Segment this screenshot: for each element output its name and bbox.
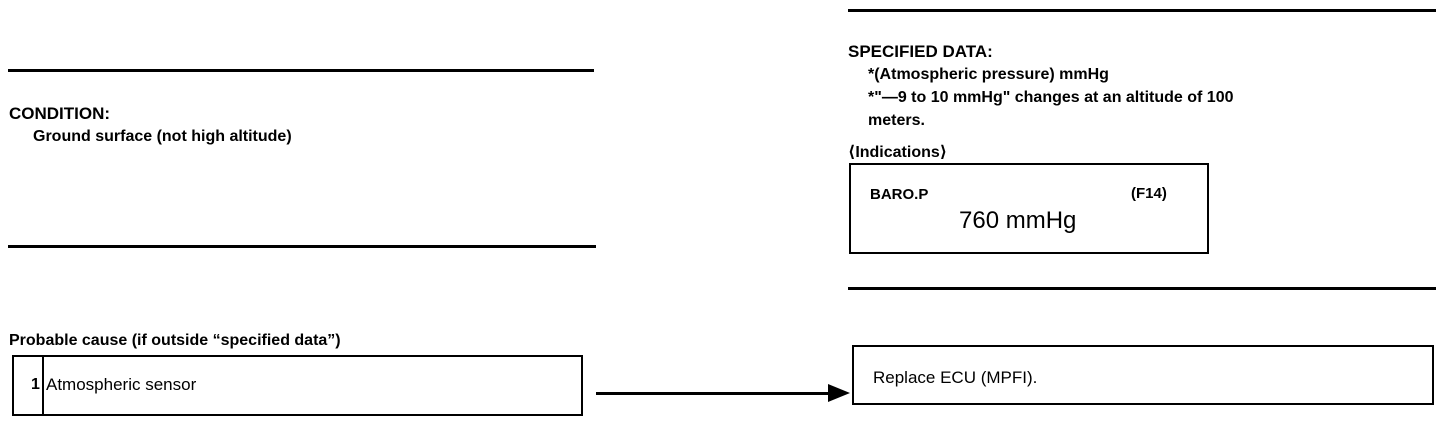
specified-data-heading: SPECIFIED DATA: [848, 42, 993, 61]
probable-cause-number: 1 [31, 376, 40, 393]
condition-top-rule [8, 69, 594, 72]
probable-cause-box: 1 Atmospheric sensor [12, 355, 583, 416]
arrow-shaft [596, 392, 830, 395]
condition-heading: CONDITION: [9, 104, 111, 123]
action-text: Replace ECU (MPFI). [873, 368, 1038, 387]
probable-cause-heading: Probable cause (if outside “specified da… [9, 332, 341, 349]
specified-data-line-3: meters. [868, 112, 925, 129]
display-label: BARO.P [870, 186, 929, 203]
indications-label: ⟨Indications⟩ [848, 144, 948, 161]
specified-data-top-rule [848, 9, 1436, 12]
display-value: 760 mmHg [959, 207, 1077, 234]
indication-display-box: BARO.P (F14) 760 mmHg [849, 163, 1209, 254]
condition-line: Ground surface (not high altitude) [33, 128, 292, 145]
arrow-right-icon [828, 384, 850, 402]
probable-cause-divider [42, 357, 44, 414]
probable-cause-text: Atmospheric sensor [46, 375, 197, 394]
specified-data-line-2: *"—9 to 10 mmHg" changes at an altitude … [868, 89, 1234, 106]
condition-bottom-rule [8, 245, 596, 248]
specified-data-bottom-rule [848, 287, 1436, 290]
action-box: Replace ECU (MPFI). [852, 345, 1434, 405]
display-code: (F14) [1131, 185, 1167, 202]
specified-data-line-1: *(Atmospheric pressure) mmHg [868, 66, 1109, 83]
